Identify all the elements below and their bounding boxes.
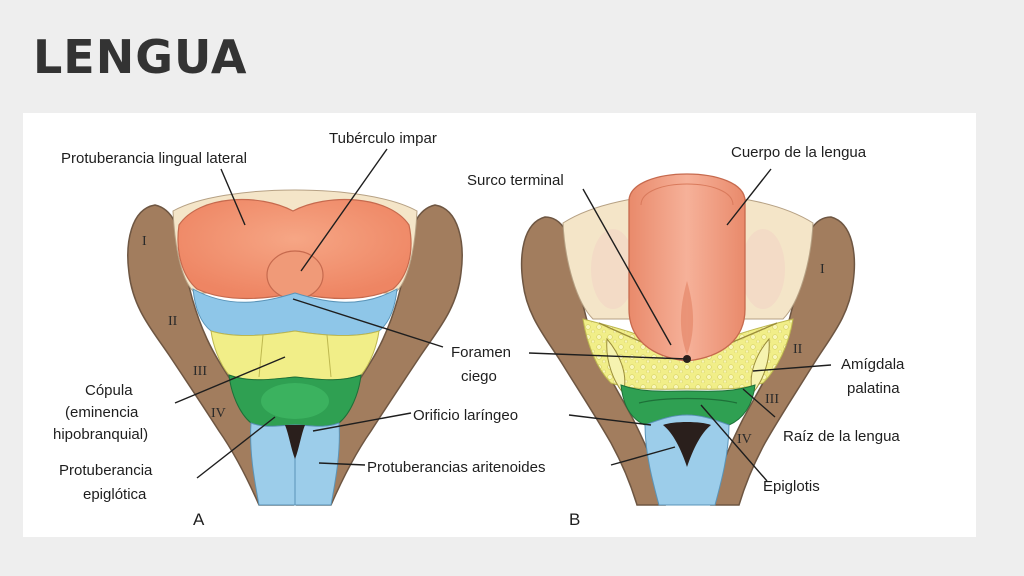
panel-b-arch-iii: III — [765, 392, 779, 407]
label-protuberancia-epiglotica-line2: epiglótica — [83, 486, 147, 503]
panel-a-arch-iii: III — [193, 364, 207, 379]
label-copula-line1: Cópula — [85, 382, 133, 399]
tongue-development-figure: I II III IV I II III IV — [23, 113, 976, 537]
panel-b-laryngeal-orifice — [663, 422, 711, 467]
panel-a-diagram: I II III IV — [127, 189, 463, 506]
slide-title: LENGUA — [33, 30, 248, 84]
panel-a-copula — [210, 330, 380, 381]
panel-a-laryngeal-orifice — [285, 425, 305, 459]
label-amigdala-line2: palatina — [847, 380, 900, 397]
panel-b-arch-ii: II — [793, 342, 803, 357]
label-protuberancia-lingual-lateral: Protuberancia lingual lateral — [61, 150, 247, 167]
label-copula-line2: (eminencia — [65, 404, 139, 421]
panel-a-lateral-lingual-swellings — [177, 198, 412, 300]
panel-b-arch-iv: IV — [737, 432, 752, 447]
panel-b-arch-i: I — [820, 262, 825, 277]
label-protuberancias-aritenoides: Protuberancias aritenoides — [367, 459, 545, 476]
label-copula-line3: hipobranquial) — [53, 426, 148, 443]
label-amigdala-line1: Amígdala — [841, 356, 905, 373]
leader-lines — [174, 148, 832, 482]
panel-b-letter: B — [569, 510, 580, 529]
panel-a-arch-ii: II — [168, 314, 178, 329]
panel-a-arch-iv: IV — [211, 406, 226, 421]
label-raiz-lengua: Raíz de la lengua — [783, 428, 900, 445]
label-foramen-line1: Foramen — [451, 344, 511, 361]
label-tuberculo-impar: Tubérculo impar — [329, 130, 437, 147]
label-protuberancia-epiglotica-line1: Protuberancia — [59, 462, 153, 479]
tongue-development-svg: I II III IV I II III IV — [53, 130, 905, 529]
label-cuerpo-lengua: Cuerpo de la lengua — [731, 144, 867, 161]
label-surco-terminal: Surco terminal — [467, 172, 564, 189]
label-foramen-line2: ciego — [461, 368, 497, 385]
panel-b-diagram: I II III IV — [520, 173, 856, 506]
panel-a-letter: A — [193, 510, 205, 529]
label-epiglotis: Epiglotis — [763, 478, 820, 495]
panel-a-arch-i: I — [142, 234, 147, 249]
panel-b-body-of-tongue — [628, 173, 746, 362]
label-orificio-laringeo: Orificio laríngeo — [413, 407, 518, 424]
panel-a-tuberculum-impar — [266, 250, 324, 300]
